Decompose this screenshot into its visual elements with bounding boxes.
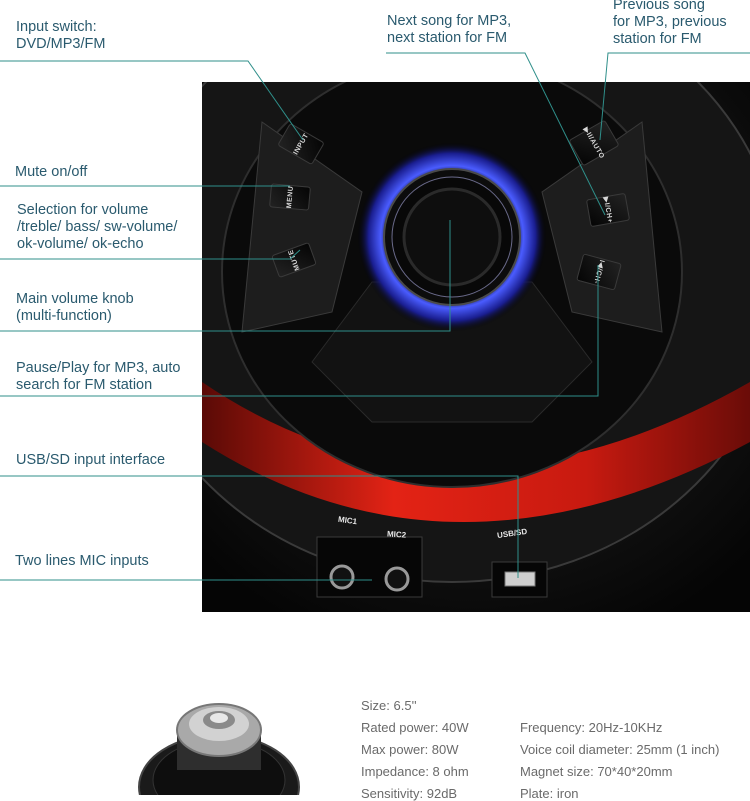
spec-max-power: Max power: 80W <box>361 742 459 757</box>
callout-usb-sd: USB/SD input interface <box>16 452 166 468</box>
callout-selection: Selection for volume /treble/ bass/ sw-v… <box>17 202 178 252</box>
spec-impedance: Impedance: 8 ohm <box>361 764 469 779</box>
spec-sensitivity: Sensitivity: 92dB <box>361 786 458 801</box>
callout-mute: Mute on/off <box>15 164 88 180</box>
callout-input-switch: Input switch: DVD/MP3/FM <box>16 19 106 52</box>
callout-mic-inputs: Two lines MIC inputs <box>15 553 149 569</box>
usb-port[interactable] <box>504 571 536 587</box>
callout-next-song: Next song for MP3, next station for FM <box>387 13 512 46</box>
spec-rated-power: Rated power: 40W <box>361 720 469 735</box>
mic1-jack[interactable] <box>329 564 355 590</box>
volume-knob[interactable] <box>402 187 502 287</box>
spec-magnet-size: Magnet size: 70*40*20mm <box>520 764 673 779</box>
spec-plate: Plate: iron <box>520 786 579 801</box>
spec-size: Size: 6.5'' <box>361 698 417 713</box>
spec-frequency: Frequency: 20Hz-10KHz <box>520 720 663 735</box>
speaker-panel-illustration <box>202 82 750 612</box>
callout-pause-play: Pause/Play for MP3, auto search for FM s… <box>16 360 181 393</box>
speaker-driver-icon <box>138 703 300 795</box>
speaker-front-panel-photo: INPUT MENU MUTE ▶II/AUTO ▶I/CH+ I◀/CH- M… <box>202 82 750 612</box>
spec-voice-coil: Voice coil diameter: 25mm (1 inch) <box>520 742 720 757</box>
callout-previous-song: Previous song for MP3, previous station … <box>613 0 727 47</box>
red-accent-band <box>202 382 750 522</box>
callout-volume-knob: Main volume knob (multi-function) <box>16 291 134 324</box>
mic2-jack[interactable] <box>384 566 410 592</box>
